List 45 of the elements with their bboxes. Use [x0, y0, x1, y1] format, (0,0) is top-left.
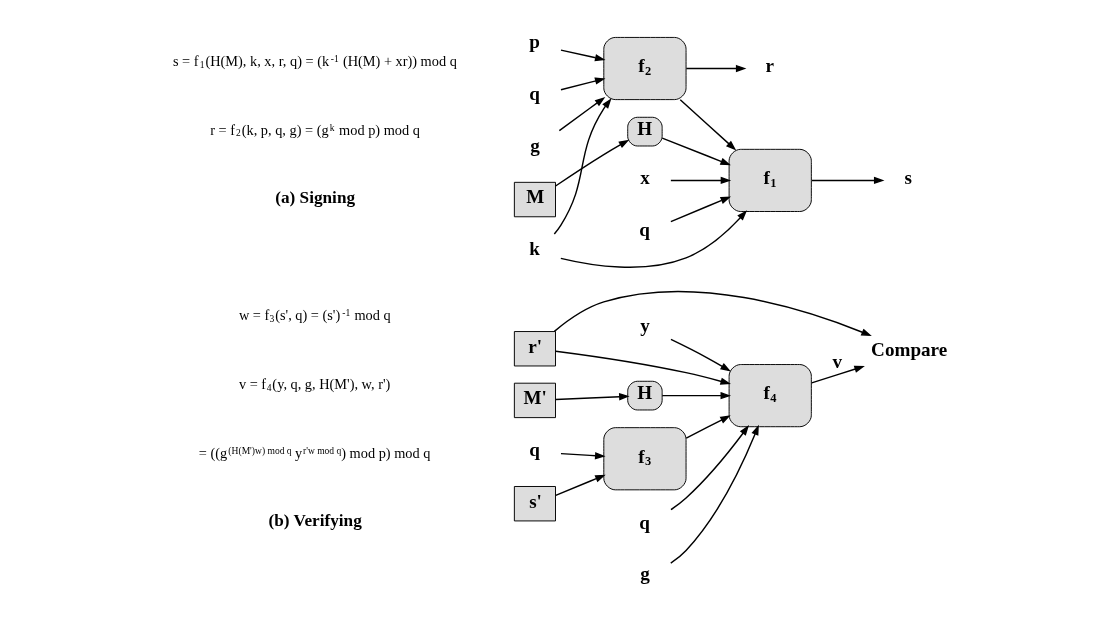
label: (a) Signing: [274, 187, 355, 207]
arrow: [554, 139, 629, 187]
arrow: [685, 64, 746, 73]
arrow: [554, 350, 731, 385]
node-text: q: [528, 83, 540, 105]
label: (b) Verifying: [268, 511, 362, 531]
edge-label: v: [831, 350, 842, 372]
arrow: [553, 98, 611, 235]
node-text: r: [764, 55, 774, 77]
arrow: [558, 96, 605, 132]
arrow: [553, 290, 872, 337]
arrow: [669, 424, 759, 564]
node-text: k: [528, 238, 540, 260]
arrow: [554, 474, 606, 497]
arrow: [669, 338, 731, 372]
arrow: [810, 176, 884, 185]
arrow: [669, 176, 731, 185]
node-text: s: [904, 167, 912, 189]
node-box: H: [626, 116, 663, 147]
node-text: p: [528, 31, 540, 53]
arrow: [810, 365, 865, 384]
node-box: M': [513, 382, 556, 419]
node-text: q: [638, 218, 650, 240]
arrow: [661, 391, 731, 400]
node-box: M: [513, 181, 556, 218]
node-box: H: [626, 380, 663, 411]
arrow: [685, 415, 731, 439]
arrow: [559, 77, 605, 91]
node-text: Compare: [870, 339, 947, 361]
node-text: g: [529, 134, 540, 156]
node-text: q: [638, 511, 650, 533]
arrow: [559, 49, 605, 62]
node-text: y: [639, 314, 650, 336]
arrow: [669, 196, 731, 223]
arrow: [554, 393, 630, 401]
node-text: q: [528, 438, 540, 460]
arrow: [661, 137, 731, 166]
arrow: [669, 425, 749, 511]
arrow: [679, 98, 736, 151]
node-text: g: [639, 563, 650, 585]
node-text: x: [639, 167, 650, 189]
node-box: r': [513, 331, 556, 367]
arrow: [559, 452, 606, 460]
node-box: s': [513, 486, 556, 522]
arrow: [559, 210, 747, 268]
